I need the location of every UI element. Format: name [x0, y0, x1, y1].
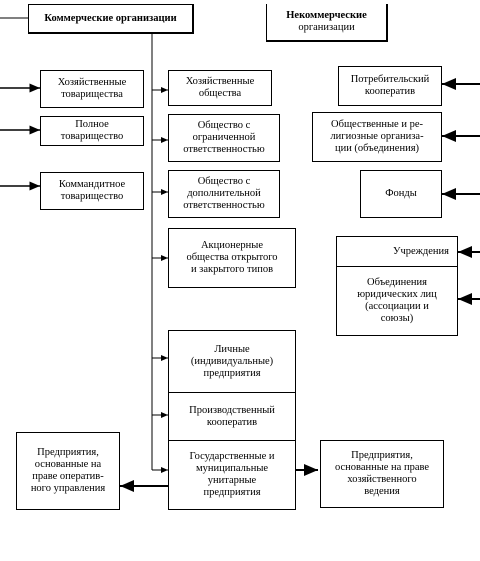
- label-proizv-kooperativ: Производственный кооператив: [189, 404, 275, 428]
- box-fondy: Фонды: [360, 170, 442, 218]
- box-gos-unitarnye: Государственные и муниципальные унитарны…: [168, 440, 296, 510]
- box-proizv-kooperativ: Производственный кооператив: [168, 392, 296, 440]
- label-khoz-tovarishchestva: Хозяйственные товарищества: [57, 77, 127, 100]
- label-kommanditnoe-tovarishchestvo: Коммандитное товарищество: [58, 179, 126, 202]
- label-potreb-kooperativ: Потребительский кооператив: [350, 74, 430, 97]
- label-ao: Акционерные общества открытого и закрыто…: [186, 240, 278, 275]
- box-obedineniya: Объединения юридических лиц (ассоциации …: [336, 266, 458, 336]
- box-ao: Акционерные общества открытого и закрыто…: [168, 228, 296, 288]
- label-polnoe-tovarishchestvo: Полное товарищество: [60, 119, 124, 142]
- commercial-orgs-header: Коммерческие организации: [28, 4, 194, 34]
- box-kommanditnoe-tovarishchestvo: Коммандитное товарищество: [40, 172, 144, 210]
- label-operativnoe-upravlenie: Предприятия, основанные на праве операти…: [30, 447, 106, 494]
- box-khoz-obshchestva: Хозяйственные общества: [168, 70, 272, 106]
- label-fondy: Фонды: [385, 188, 417, 199]
- box-khozyaystvennoe-vedenie: Предприятия, основанные на праве хозяйст…: [320, 440, 444, 508]
- label-obedineniya: Объединения юридических лиц (ассоциации …: [357, 277, 437, 324]
- noncommercial-header-text: Некоммерческие организации: [286, 10, 366, 34]
- label-ooo: Общество с ограниченной ответственностью: [183, 120, 265, 155]
- box-uchrezhdeniya: Учреждения: [336, 236, 458, 266]
- box-potreb-kooperativ: Потребительский кооператив: [338, 66, 442, 106]
- commercial-header-label: Коммерческие организации: [44, 12, 177, 24]
- label-khoz-obshchestva: Хозяйственные общества: [185, 76, 255, 99]
- box-ooo: Общество с ограниченной ответственностью: [168, 114, 280, 162]
- label-khozyaystvennoe-vedenie: Предприятия, основанные на праве хозяйст…: [334, 450, 430, 497]
- label-gos-unitarnye: Государственные и муниципальные унитарны…: [189, 451, 275, 498]
- box-operativnoe-upravlenie: Предприятия, основанные на праве операти…: [16, 432, 120, 510]
- label-odo: Общество с дополнительной ответственност…: [183, 176, 265, 211]
- label-lichnye-predpriyatiya: Личные (индивидуальные) предприятия: [190, 343, 274, 379]
- label-uchrezhdeniya: Учреждения: [393, 245, 449, 257]
- box-polnoe-tovarishchestvo: Полное товарищество: [40, 116, 144, 146]
- box-lichnye-predpriyatiya: Личные (индивидуальные) предприятия: [168, 330, 296, 392]
- box-obshchestvennye-org: Общественные и ре- лигиозные организа- ц…: [312, 112, 442, 162]
- box-khoz-tovarishchestva: Хозяйственные товарищества: [40, 70, 144, 108]
- noncommercial-orgs-header: Некоммерческие организации: [266, 4, 388, 42]
- noncommercial-header-line2: организации: [298, 22, 355, 33]
- noncommercial-header-line1: Некоммерческие: [286, 10, 367, 21]
- label-obshchestvennye-org: Общественные и ре- лигиозные организа- ц…: [330, 119, 424, 154]
- box-odo: Общество с дополнительной ответственност…: [168, 170, 280, 218]
